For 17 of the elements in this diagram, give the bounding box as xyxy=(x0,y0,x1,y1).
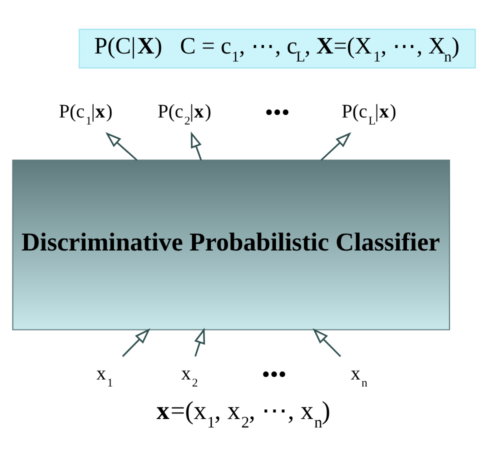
node-text: P(c$_{2}$|x) xyxy=(158,102,212,128)
node-text: P(c$_{L}$|x) xyxy=(342,102,396,128)
arrow xyxy=(320,132,352,161)
arrow xyxy=(190,132,202,160)
caption: x=(x$_{1}$, x$_{2}$, ⋯, x$_{n}$) xyxy=(156,396,330,432)
arrow xyxy=(312,328,342,357)
arrow xyxy=(122,328,150,357)
label: ••• xyxy=(262,362,286,388)
node-text: P(c$_{1}$|x) xyxy=(58,102,113,128)
arrow xyxy=(105,132,138,161)
arrow xyxy=(194,328,205,357)
node-text: x$_{n}$ xyxy=(350,364,368,390)
node-text: x$_{2}$ xyxy=(181,364,198,390)
node-box: Discriminative Probabilistic Classifier xyxy=(12,160,450,330)
node-box: P(C|X) C = c$_{1}$, ⋯, c$_{L}$, X=(X$_{1}$, ⋯, X$_{n}$) xyxy=(78,28,476,68)
label: ••• xyxy=(264,100,290,126)
node-text: x$_{1}$ xyxy=(96,364,114,390)
